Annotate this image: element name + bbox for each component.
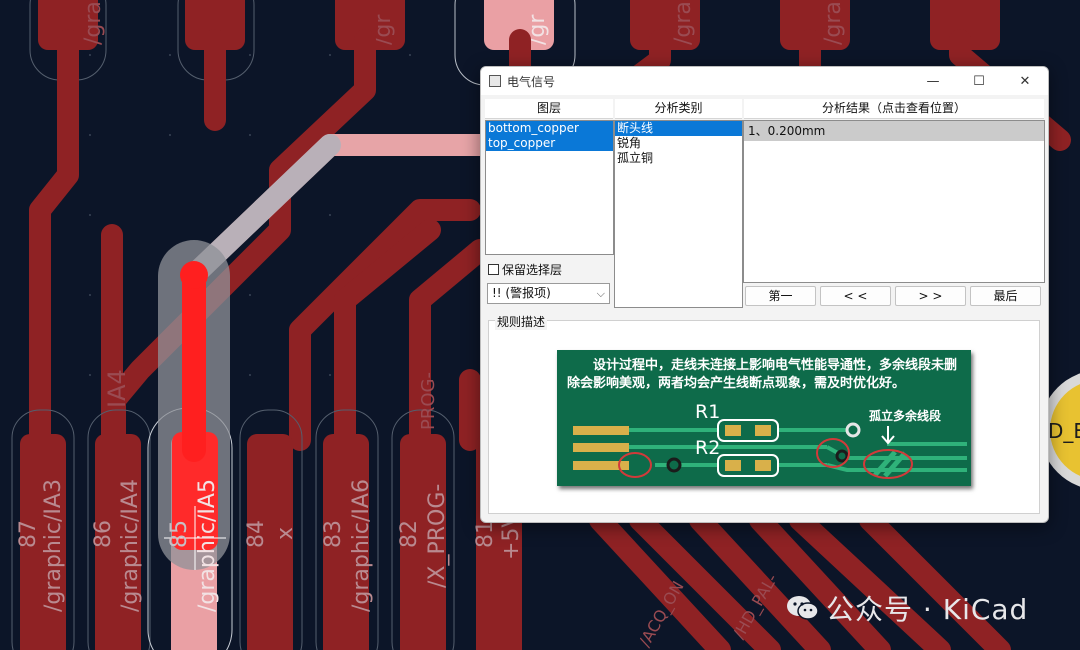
previous-button[interactable]: < <	[820, 286, 891, 306]
rule-description-label: 规则描述	[495, 313, 548, 330]
pad-number-81: 81	[473, 520, 498, 548]
pad-net-83: /graphic/IA6	[349, 479, 374, 612]
electrical-signal-dialog: 电气信号 — ☐ ✕ 图层 分析类别 分析结果（点击查看位置） bottom_c…	[480, 66, 1049, 523]
title-bar[interactable]: 电气信号 — ☐ ✕	[481, 67, 1048, 95]
isolated-segment-label: 孤立多余线段	[869, 408, 942, 423]
level-select[interactable]: !! (警报项) ⌵	[487, 283, 610, 304]
r2-label: R2	[695, 437, 720, 459]
prog-silk-label: PROG-	[418, 372, 439, 430]
ia4-silk-label: IA4	[103, 369, 131, 408]
layers-header: 图层	[485, 99, 613, 119]
watermark-text: 公众号 · KiCad	[826, 593, 1029, 626]
top-label-5: /gra	[821, 1, 846, 45]
pad-net-82: /X_PROG-	[425, 484, 450, 588]
top-label-1: /gra	[81, 1, 106, 45]
pad-net-87: /graphic/IA3	[41, 479, 66, 612]
pad-number-85: 85	[167, 520, 192, 548]
pad-number-82: 82	[397, 520, 422, 548]
category-item-isolated-copper[interactable]: 孤立铜	[617, 151, 654, 165]
category-item-stub-trace[interactable]: 断头线	[615, 121, 742, 136]
top-label-4: /gra	[671, 1, 696, 45]
keep-layers-checkbox[interactable]: 保留选择层	[488, 261, 562, 278]
minimize-button[interactable]: —	[910, 67, 956, 95]
level-select-value: !! (警报项)	[492, 286, 551, 300]
layer-item-bottom-copper[interactable]: bottom_copper	[486, 121, 613, 136]
pad-number-83: 83	[321, 520, 346, 548]
rule-description-group: 规则描述 设计过程中，走线未连接上影响电气性能导通性，多余线段未删除会影响美观，…	[488, 313, 1040, 514]
result-item[interactable]: 1、0.200mm	[744, 121, 1044, 141]
maximize-button[interactable]: ☐	[956, 67, 1002, 95]
first-button[interactable]: 第一	[745, 286, 816, 306]
pad-number-84: 84	[244, 520, 269, 548]
right-pad	[1040, 373, 1080, 487]
selected-trace	[164, 261, 226, 570]
pad-number-86: 86	[91, 520, 116, 548]
right-pad-label: D_E	[1048, 419, 1080, 443]
checkbox-box[interactable]	[488, 264, 499, 275]
categories-header: 分析类别	[615, 99, 742, 119]
app-icon	[489, 75, 501, 87]
pad-net-86: /graphic/IA4	[118, 479, 143, 612]
maximize-icon: ☐	[973, 73, 985, 89]
pad-number-87: 87	[16, 520, 41, 548]
wechat-icon	[787, 596, 819, 620]
rule-illustration: 设计过程中，走线未连接上影响电气性能导通性，多余线段未删除会影响美观，两者均会产…	[557, 350, 971, 486]
layer-item-top-copper[interactable]: top_copper	[486, 136, 613, 151]
close-button[interactable]: ✕	[1002, 67, 1048, 95]
chevron-down-icon: ⌵	[596, 287, 605, 300]
category-item-acute-angle[interactable]: 锐角	[617, 136, 642, 150]
watermark: 公众号 · KiCad	[786, 588, 1056, 628]
rule-diagram: R1 R2 孤立多余线段	[573, 401, 967, 479]
last-button[interactable]: 最后	[970, 286, 1041, 306]
rule-description-text: 设计过程中，走线未连接上影响电气性能导通性，多余线段未删除会影响美观，两者均会产…	[567, 358, 958, 391]
dialog-title: 电气信号	[507, 74, 556, 89]
keep-layers-label: 保留选择层	[502, 263, 563, 277]
top-pads	[29, 0, 1000, 86]
pad-net-85: /graphic/IA5	[195, 479, 220, 612]
bottom-pads	[11, 407, 522, 650]
category-list[interactable]: 断头线 锐角 孤立铜	[614, 120, 743, 308]
pad-net-84: x	[273, 527, 298, 540]
close-icon: ✕	[1019, 73, 1031, 89]
layer-list[interactable]: bottom_copper top_copper	[485, 120, 614, 255]
results-list[interactable]: 1、0.200mm	[743, 120, 1045, 283]
r1-label: R1	[695, 401, 720, 423]
next-button[interactable]: > >	[895, 286, 966, 306]
copper-traces	[29, 29, 1071, 650]
results-header: 分析结果（点击查看位置）	[744, 99, 1044, 119]
minimize-icon: —	[926, 73, 940, 89]
